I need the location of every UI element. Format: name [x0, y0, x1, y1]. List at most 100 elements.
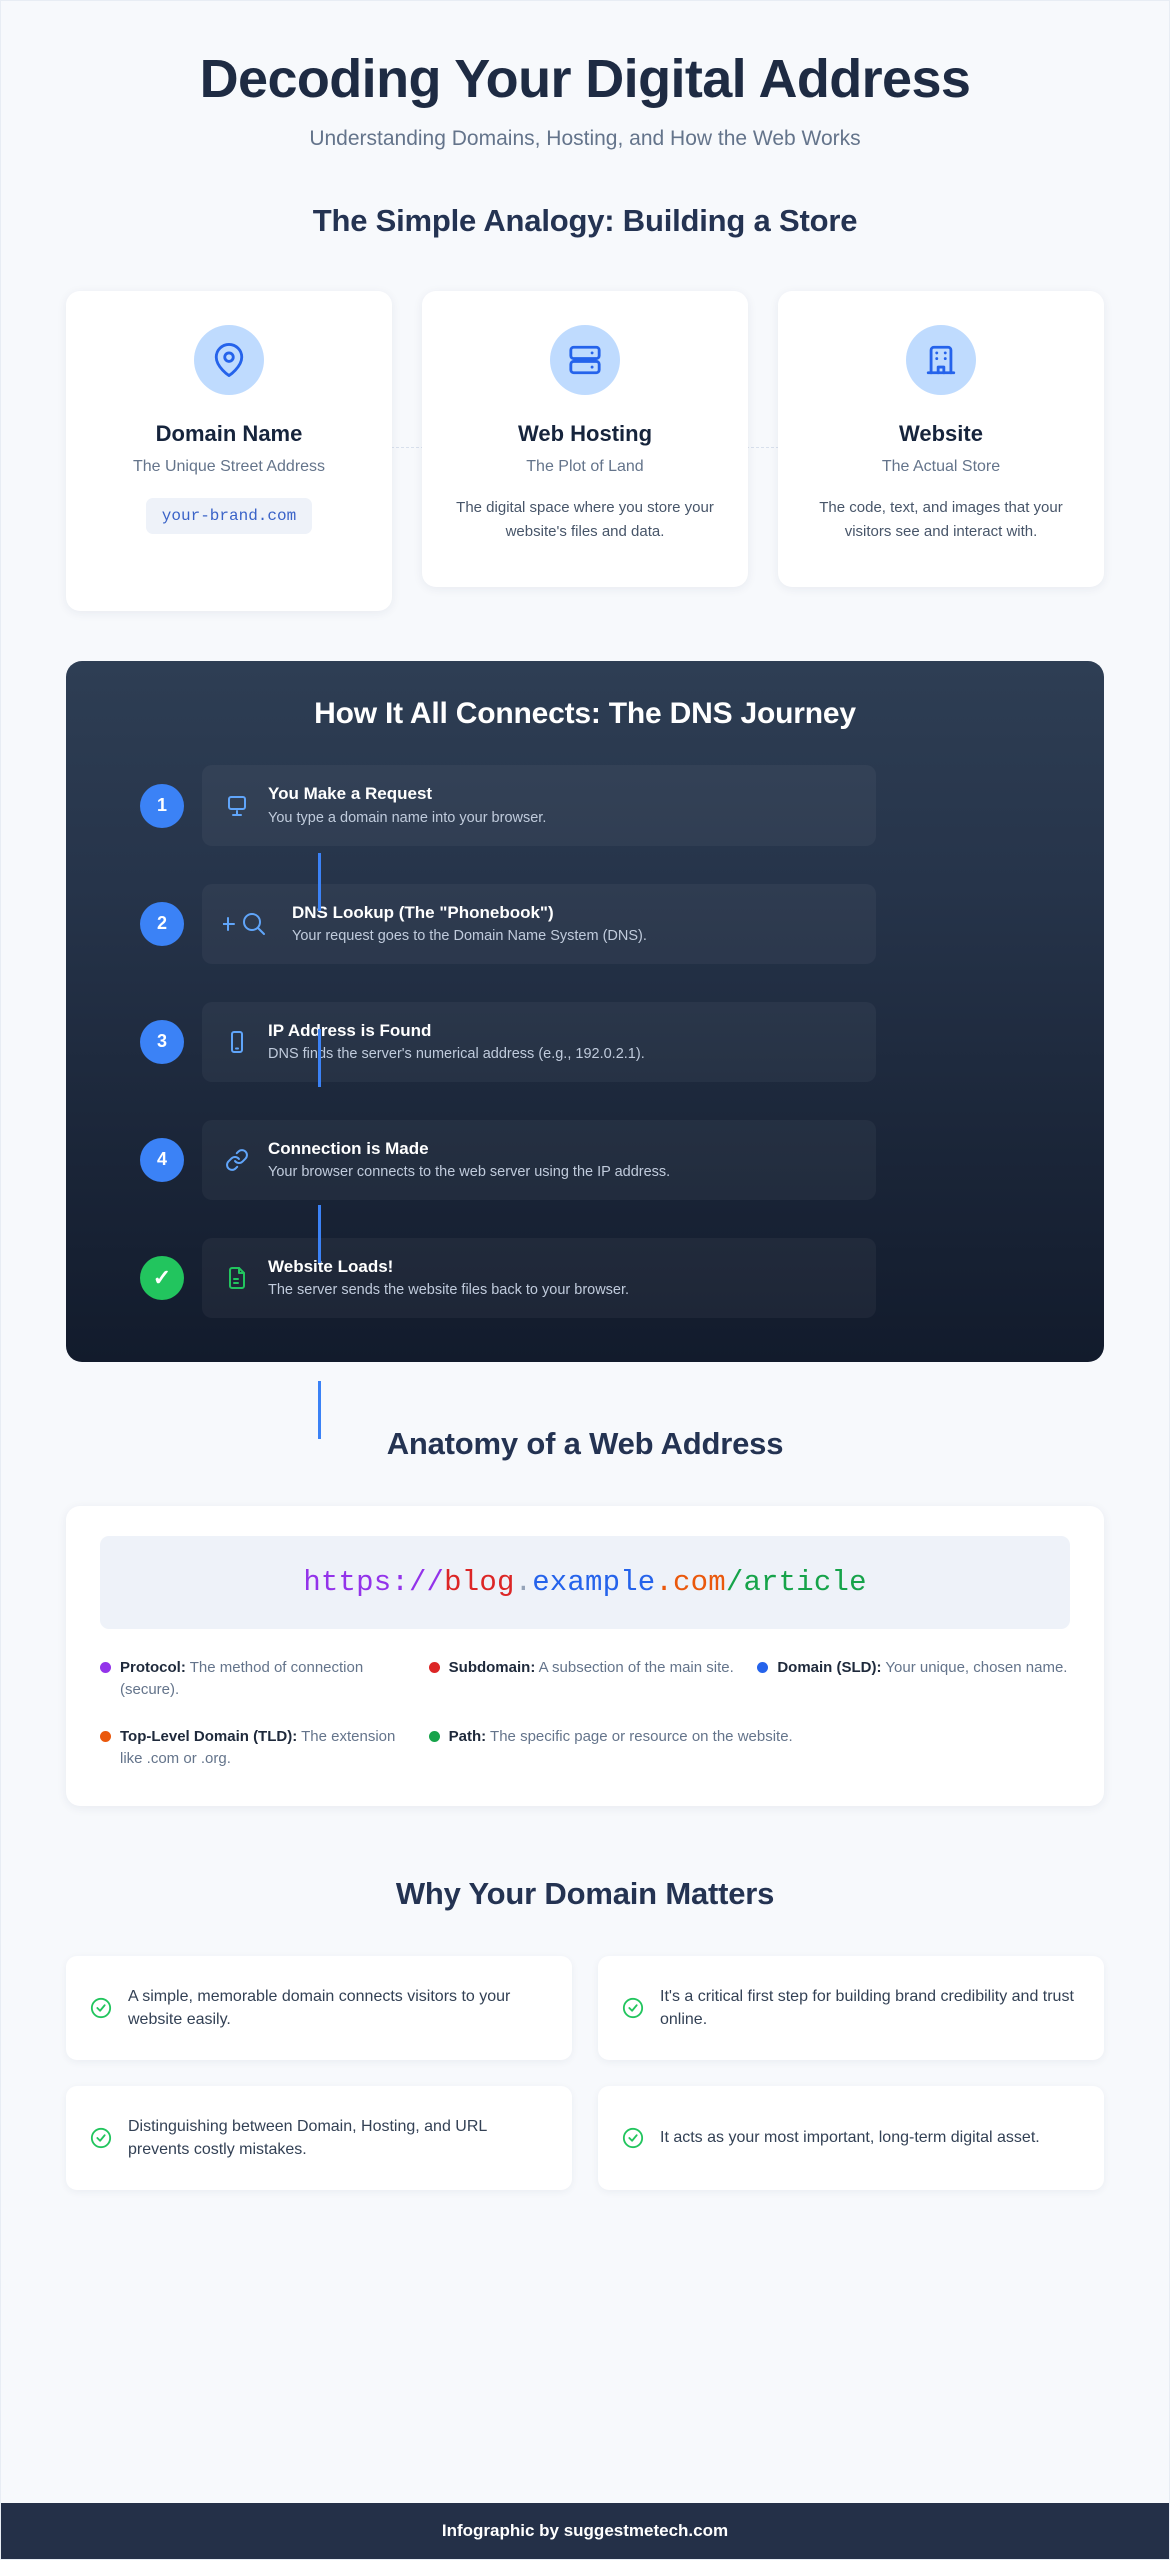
dns-step-4: 4 Connection is Made Your browser connec…	[102, 1119, 1068, 1200]
map-pin-icon	[194, 325, 264, 396]
why-section: Why Your Domain Matters A simple, memora…	[66, 1876, 1104, 2190]
legend-text: The method of connection (secure).	[120, 1658, 364, 1698]
url-part-subdomain: blog	[444, 1565, 515, 1599]
step-card: Website Loads! The server sends the webs…	[202, 1237, 876, 1318]
why-card: It acts as your most important, long-ter…	[598, 2085, 1104, 2190]
card-subtitle: The Actual Store	[881, 458, 1001, 476]
infographic-content: Decoding Your Digital Address Understand…	[1, 1, 1169, 2447]
why-card-grid: A simple, memorable domain connects visi…	[66, 1955, 1104, 2190]
card-subtitle: The Plot of Land	[526, 458, 644, 476]
card-description: The digital space where you store your w…	[456, 499, 714, 540]
analogy-heading: The Simple Analogy: Building a Store	[312, 203, 858, 239]
legend-dot-purple	[100, 1661, 111, 1673]
dns-step-2: 2 DNS Lookup (The "Phonebook")	[102, 883, 1068, 964]
step-connector-1	[318, 853, 321, 912]
why-heading: Why Your Domain Matters	[395, 1875, 775, 1911]
step-description: DNS finds the server's numerical address…	[268, 1045, 645, 1062]
dns-journey-section: How It All Connects: The DNS Journey 1	[66, 661, 1104, 1440]
check-circle-icon	[90, 2127, 112, 2149]
card-title: Domain Name	[155, 421, 303, 447]
why-text: It's a critical first step for building …	[660, 1987, 1074, 2028]
step-title: DNS Lookup (The "Phonebook")	[292, 902, 554, 922]
step-title: IP Address is Found	[268, 1020, 432, 1040]
monitor-icon	[222, 794, 252, 818]
legend-item-path: Path: The specific page or resource on t…	[428, 1726, 1070, 1770]
legend-label: Domain (SLD):	[777, 1658, 882, 1676]
why-text: Distinguishing between Domain, Hosting, …	[128, 2117, 487, 2158]
check-circle-icon	[622, 1997, 644, 2019]
dns-heading: How It All Connects: The DNS Journey	[314, 697, 856, 731]
step-connector-3	[318, 1205, 321, 1264]
step-number-badge: 1	[140, 783, 184, 828]
legend-dot-red	[428, 1661, 440, 1673]
anatomy-section: Anatomy of a Web Address https://blog.ex…	[66, 1426, 1104, 1806]
building-icon	[906, 325, 976, 396]
legend-label: Top-Level Domain (TLD):	[120, 1728, 298, 1746]
dns-step-3: 3 IP Address is Found DNS finds the serv…	[102, 1001, 1068, 1082]
analogy-section: The Simple Analogy: Building a Store Dom…	[66, 203, 1104, 612]
why-text: It acts as your most important, long-ter…	[660, 2129, 1040, 2147]
legend-text: A subsection of the main site.	[535, 1658, 734, 1676]
step-number-badge: 2	[140, 901, 184, 946]
step-connector-2	[318, 1029, 321, 1088]
card-description: The code, text, and images that your vis…	[819, 499, 1063, 540]
legend-dot-green	[428, 1731, 440, 1743]
step-description: Your browser connects to the web server …	[268, 1164, 671, 1180]
legend-item-protocol: Protocol: The method of connection (secu…	[100, 1657, 413, 1701]
legend-text: The specific page or resource on the web…	[486, 1728, 793, 1746]
legend-label: Subdomain:	[448, 1658, 536, 1676]
step-card: You Make a Request You type a domain nam…	[202, 765, 876, 846]
legend-dot-blue	[757, 1661, 769, 1673]
anatomy-card: https://blog.example.com/article Protoco…	[66, 1505, 1104, 1806]
check-circle-icon	[90, 1997, 112, 2019]
file-text-icon	[222, 1266, 252, 1290]
step-description: You type a domain name into your browser…	[268, 809, 547, 826]
step-card: IP Address is Found DNS finds the server…	[202, 1001, 876, 1082]
page-header: Decoding Your Digital Address Understand…	[66, 1, 1104, 151]
dns-steps-list: 1 You Make a Request You type a domain n…	[102, 765, 1068, 1440]
legend-text: Your unique, chosen name.	[881, 1658, 1068, 1676]
check-circle-icon	[622, 2127, 644, 2149]
page-subtitle: Understanding Domains, Hosting, and How …	[309, 127, 861, 151]
url-part-path: /article	[725, 1565, 867, 1599]
dns-step-5: ✓ Website Loads! The ser	[102, 1237, 1068, 1318]
smartphone-icon	[222, 1030, 252, 1054]
legend-label: Path:	[448, 1728, 487, 1746]
url-display: https://blog.example.com/article	[100, 1535, 1070, 1629]
url-legend: Protocol: The method of connection (secu…	[100, 1657, 1070, 1770]
step-connector-4	[318, 1381, 321, 1440]
legend-item-tld: Top-Level Domain (TLD): The extension li…	[100, 1726, 413, 1770]
search-plus-icon	[222, 911, 276, 937]
step-number-badge: 4	[140, 1137, 184, 1182]
why-text: A simple, memorable domain connects visi…	[128, 1987, 511, 2028]
card-title: Website	[899, 421, 983, 447]
footer-credit: Infographic by suggestmetech.com	[441, 2521, 729, 2540]
link-icon	[222, 1148, 252, 1172]
why-card: It's a critical first step for building …	[598, 1955, 1104, 2060]
url-part-protocol: https://	[303, 1565, 445, 1599]
step-title: Connection is Made	[268, 1138, 429, 1158]
legend-dot-orange	[100, 1731, 111, 1743]
page-footer: Infographic by suggestmetech.com	[1, 2503, 1169, 2559]
legend-item-subdomain: Subdomain: A subsection of the main site…	[428, 1657, 742, 1701]
analogy-card-website: Website The Actual Store The code, text,…	[778, 291, 1104, 588]
dns-step-1: 1 You Make a Request You type a domain n…	[102, 765, 1068, 846]
step-description: The server sends the website files back …	[268, 1282, 630, 1299]
step-card: Connection is Made Your browser connects…	[202, 1119, 876, 1200]
step-title: You Make a Request	[268, 784, 433, 804]
step-complete-badge: ✓	[140, 1255, 184, 1300]
anatomy-heading: Anatomy of a Web Address	[386, 1425, 784, 1461]
analogy-card-web-hosting: Web Hosting The Plot of Land The digital…	[422, 291, 748, 588]
step-description: Your request goes to the Domain Name Sys…	[292, 927, 647, 944]
url-part-tld: .com	[655, 1565, 726, 1599]
card-subtitle: The Unique Street Address	[132, 458, 326, 476]
domain-example-chip: your-brand.com	[145, 498, 313, 535]
why-card: Distinguishing between Domain, Hosting, …	[66, 2085, 572, 2190]
card-title: Web Hosting	[517, 421, 653, 447]
legend-label: Protocol:	[120, 1658, 186, 1676]
url-part-dot: .	[514, 1565, 533, 1599]
analogy-card-row: Domain Name The Unique Street Address yo…	[66, 291, 1104, 612]
why-card: A simple, memorable domain connects visi…	[66, 1955, 572, 2060]
page-title: Decoding Your Digital Address	[199, 49, 971, 109]
